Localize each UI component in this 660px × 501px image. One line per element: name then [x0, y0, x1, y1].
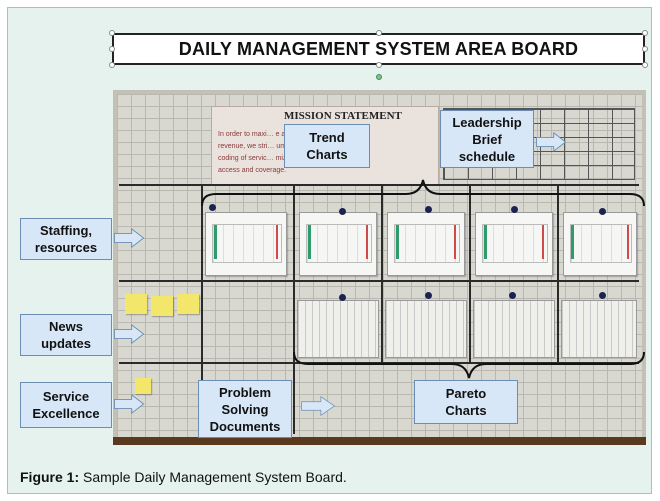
- callout-line: updates: [41, 336, 91, 351]
- sticky-note: [135, 378, 151, 394]
- sticky-note: [177, 294, 199, 314]
- board-divider: [119, 184, 639, 186]
- board-divider: [381, 184, 383, 364]
- pareto-charts-brace: [293, 351, 645, 379]
- trend-chart-sheet: [475, 212, 553, 276]
- selection-handle[interactable]: [376, 30, 382, 36]
- pareto-chart-sheet: [473, 300, 555, 358]
- magnet-pin: [209, 204, 216, 211]
- callout-line: resources: [34, 240, 98, 255]
- board-divider: [201, 184, 203, 434]
- pareto-chart-sheet: [561, 300, 637, 358]
- floor-strip: [113, 437, 646, 445]
- magnet-pin: [599, 292, 606, 299]
- leadership-brief-callout[interactable]: Leadership Brief schedule: [440, 110, 534, 168]
- trend-chart-sheet: [387, 212, 465, 276]
- callout-line: Documents: [209, 418, 281, 434]
- trend-charts-brace: [201, 179, 645, 207]
- board-divider: [119, 280, 639, 282]
- figure-caption: Figure 1: Sample Daily Management System…: [20, 469, 347, 485]
- magnet-pin: [339, 208, 346, 215]
- callout-line: Excellence: [32, 406, 100, 421]
- selection-handle[interactable]: [376, 62, 382, 68]
- caption-label: Figure 1:: [20, 469, 80, 485]
- callout-line: Service: [42, 389, 90, 404]
- trend-chart-sheet: [205, 212, 287, 276]
- staffing-arrow: [114, 228, 145, 248]
- callout-line: News: [49, 319, 83, 334]
- board-divider: [293, 184, 295, 434]
- magnet-pin: [425, 206, 432, 213]
- rotate-handle[interactable]: [376, 74, 382, 80]
- board-title: DAILY MANAGEMENT SYSTEM AREA BOARD: [112, 33, 645, 65]
- trend-chart-sheet: [563, 212, 637, 276]
- news-updates-callout[interactable]: News updates: [20, 314, 112, 356]
- callout-line: Leadership: [452, 114, 522, 130]
- callout-line: Pareto: [445, 386, 487, 401]
- trend-charts-callout[interactable]: Trend Charts: [284, 124, 370, 168]
- magnet-pin: [509, 292, 516, 299]
- mission-line: In order to maxi… e and maximize: [218, 131, 325, 138]
- magnet-pin: [425, 292, 432, 299]
- callout-line: Charts: [445, 403, 487, 418]
- callout-line: Trend: [309, 130, 345, 145]
- selection-handle[interactable]: [642, 62, 648, 68]
- sticky-note: [151, 296, 173, 316]
- callout-line: Problem: [218, 384, 271, 400]
- mission-line: coding of servic… mizing insurance: [218, 155, 329, 162]
- selection-handle[interactable]: [642, 30, 648, 36]
- selection-handle[interactable]: [109, 62, 115, 68]
- mission-text: In order to maxi… e and maximize revenue…: [218, 129, 432, 177]
- problem-solving-arrow: [301, 396, 336, 416]
- callout-line: schedule: [458, 148, 516, 164]
- callout-line: Charts: [306, 147, 348, 162]
- pareto-charts-callout[interactable]: Pareto Charts: [414, 380, 518, 424]
- selection-handle[interactable]: [109, 46, 115, 52]
- problem-solving-callout[interactable]: Problem Solving Documents: [198, 380, 292, 438]
- service-excellence-callout[interactable]: Service Excellence: [20, 382, 112, 428]
- callout-line: Brief: [472, 131, 502, 147]
- leadership-arrow: [536, 132, 567, 152]
- magnet-pin: [599, 208, 606, 215]
- board-divider: [469, 184, 471, 364]
- pareto-chart-sheet: [297, 300, 379, 358]
- board-divider: [557, 184, 559, 364]
- service-arrow: [114, 394, 145, 414]
- selection-handle[interactable]: [109, 30, 115, 36]
- mission-title: MISSION STATEMENT: [284, 110, 402, 122]
- pareto-chart-sheet: [385, 300, 467, 358]
- mission-line: access and coverage.: [218, 167, 287, 174]
- trend-chart-sheet: [299, 212, 377, 276]
- callout-line: Staffing,: [40, 223, 92, 238]
- staffing-callout[interactable]: Staffing, resources: [20, 218, 112, 260]
- magnet-pin: [511, 206, 518, 213]
- news-arrow: [114, 324, 145, 344]
- callout-line: Solving: [221, 401, 269, 417]
- sticky-note: [125, 294, 147, 314]
- selection-handle[interactable]: [642, 46, 648, 52]
- caption-text: Sample Daily Management System Board.: [79, 469, 347, 485]
- magnet-pin: [339, 294, 346, 301]
- mission-line: revenue, we stri… umentation and: [218, 143, 325, 150]
